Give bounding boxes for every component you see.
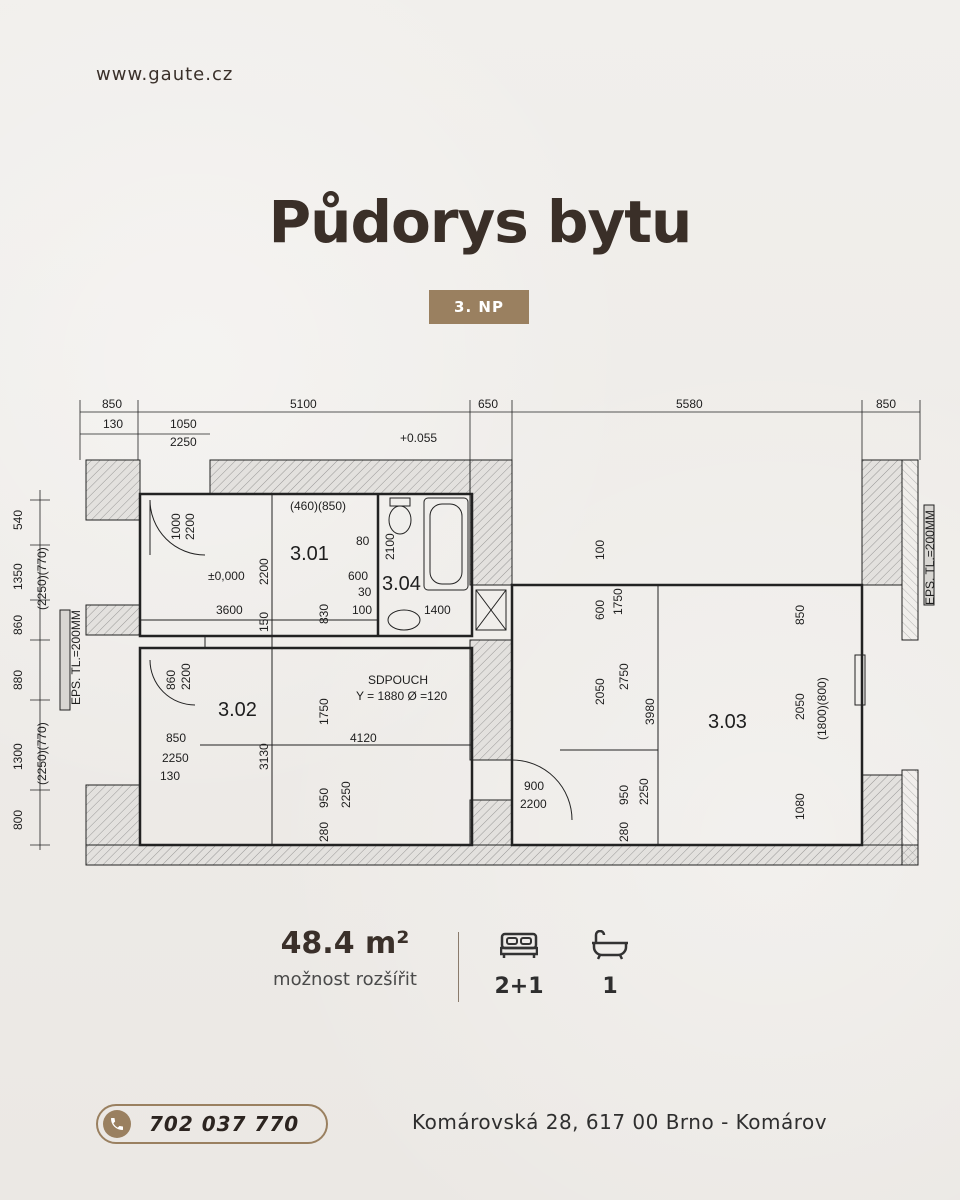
svg-text:5580: 5580: [676, 397, 703, 411]
svg-text:540: 540: [11, 510, 25, 530]
svg-text:3.03: 3.03: [708, 711, 747, 733]
svg-text:2050: 2050: [793, 693, 807, 720]
svg-text:830: 830: [317, 604, 331, 624]
svg-text:2250: 2250: [637, 778, 651, 805]
svg-text:(2250)(770): (2250)(770): [35, 547, 49, 610]
svg-text:2200: 2200: [179, 663, 193, 690]
svg-text:2100: 2100: [383, 533, 397, 560]
svg-text:3.04: 3.04: [382, 573, 421, 595]
svg-text:1050: 1050: [170, 417, 197, 431]
stats-divider: [458, 932, 459, 1002]
phone-number[interactable]: 702 037 770: [149, 1112, 300, 1136]
website-url[interactable]: www.gaute.cz: [96, 64, 234, 85]
svg-text:800: 800: [11, 810, 25, 830]
dimension-lines: [30, 400, 921, 850]
svg-text:80: 80: [356, 534, 370, 548]
phone-button[interactable]: 702 037 770: [96, 1104, 328, 1144]
svg-text:±0,000: ±0,000: [208, 569, 245, 583]
svg-text:1400: 1400: [424, 603, 451, 617]
page-title: Půdorys bytu: [268, 188, 693, 256]
bathrooms-value: 1: [602, 974, 618, 999]
svg-text:(1800)(800): (1800)(800): [815, 677, 829, 740]
svg-text:2250: 2250: [170, 435, 197, 449]
svg-text:950: 950: [317, 788, 331, 808]
svg-text:1000: 1000: [169, 513, 183, 540]
svg-text:100: 100: [593, 540, 607, 560]
svg-text:Y = 1880 Ø =120: Y = 1880 Ø =120: [356, 689, 448, 703]
svg-text:1080: 1080: [793, 793, 807, 820]
svg-text:2200: 2200: [183, 513, 197, 540]
svg-text:30: 30: [358, 585, 372, 599]
svg-text:2250: 2250: [339, 781, 353, 808]
address: Komárovská 28, 617 00 Brno - Komárov: [412, 1110, 828, 1134]
svg-text:1750: 1750: [317, 698, 331, 725]
area-block: 48.4 m² možnost rozšířit: [250, 926, 440, 990]
svg-text:+0.055: +0.055: [400, 431, 437, 445]
svg-text:EPS. TL.=200MM: EPS. TL.=200MM: [923, 510, 937, 605]
svg-text:650: 650: [478, 397, 498, 411]
svg-text:3980: 3980: [643, 698, 657, 725]
svg-text:2200: 2200: [257, 558, 271, 585]
svg-text:850: 850: [793, 605, 807, 625]
dimension-labels: 850 130 1050 2250 5100 650 5580 850 +0.0…: [11, 397, 937, 842]
interior-walls: [138, 492, 866, 847]
svg-text:2200: 2200: [520, 797, 547, 811]
area-note: možnost rozšířit: [273, 969, 417, 990]
svg-text:3.02: 3.02: [218, 699, 257, 721]
svg-text:3600: 3600: [216, 603, 243, 617]
svg-text:(2250)(770): (2250)(770): [35, 722, 49, 785]
svg-text:600: 600: [593, 600, 607, 620]
phone-icon: [103, 1110, 131, 1138]
svg-text:3.01: 3.01: [290, 543, 329, 565]
svg-text:900: 900: [524, 779, 544, 793]
svg-text:1300: 1300: [11, 743, 25, 770]
bathroom-fixtures: [387, 497, 469, 631]
svg-text:1750: 1750: [611, 588, 625, 615]
svg-text:2050: 2050: [593, 678, 607, 705]
floor-badge: 3. NP: [429, 290, 529, 324]
svg-text:860: 860: [164, 670, 178, 690]
svg-text:850: 850: [876, 397, 896, 411]
svg-text:130: 130: [160, 769, 180, 783]
svg-text:3130: 3130: [257, 743, 271, 770]
svg-text:950: 950: [617, 785, 631, 805]
svg-text:850: 850: [102, 397, 122, 411]
floor-plan: 850 130 1050 2250 5100 650 5580 850 +0.0…: [11, 397, 937, 866]
svg-text:880: 880: [11, 670, 25, 690]
svg-text:280: 280: [617, 822, 631, 842]
svg-text:850: 850: [166, 731, 186, 745]
area-value: 48.4 m²: [280, 926, 410, 961]
bathrooms-feature: 1: [580, 929, 640, 999]
svg-text:4120: 4120: [350, 731, 377, 745]
svg-text:860: 860: [11, 615, 25, 635]
svg-text:5100: 5100: [290, 397, 317, 411]
svg-text:2750: 2750: [617, 663, 631, 690]
svg-text:EPS. TL.=200MM: EPS. TL.=200MM: [69, 610, 83, 705]
svg-text:2250: 2250: [162, 751, 189, 765]
rooms-feature: 2+1: [489, 930, 549, 999]
rooms-value: 2+1: [494, 974, 544, 999]
svg-text:100: 100: [352, 603, 372, 617]
svg-text:600: 600: [348, 569, 368, 583]
walls: [59, 459, 935, 866]
bathtub-icon: [592, 929, 628, 960]
svg-text:150: 150: [257, 612, 271, 632]
bed-icon: [499, 932, 539, 958]
svg-text:130: 130: [103, 417, 123, 431]
svg-text:280: 280: [317, 822, 331, 842]
svg-text:(460)(850): (460)(850): [290, 499, 346, 513]
room-labels: 3.01 3.02 3.03 3.04: [218, 543, 747, 733]
svg-text:SDPOUCH: SDPOUCH: [368, 673, 428, 687]
svg-text:1350: 1350: [11, 563, 25, 590]
